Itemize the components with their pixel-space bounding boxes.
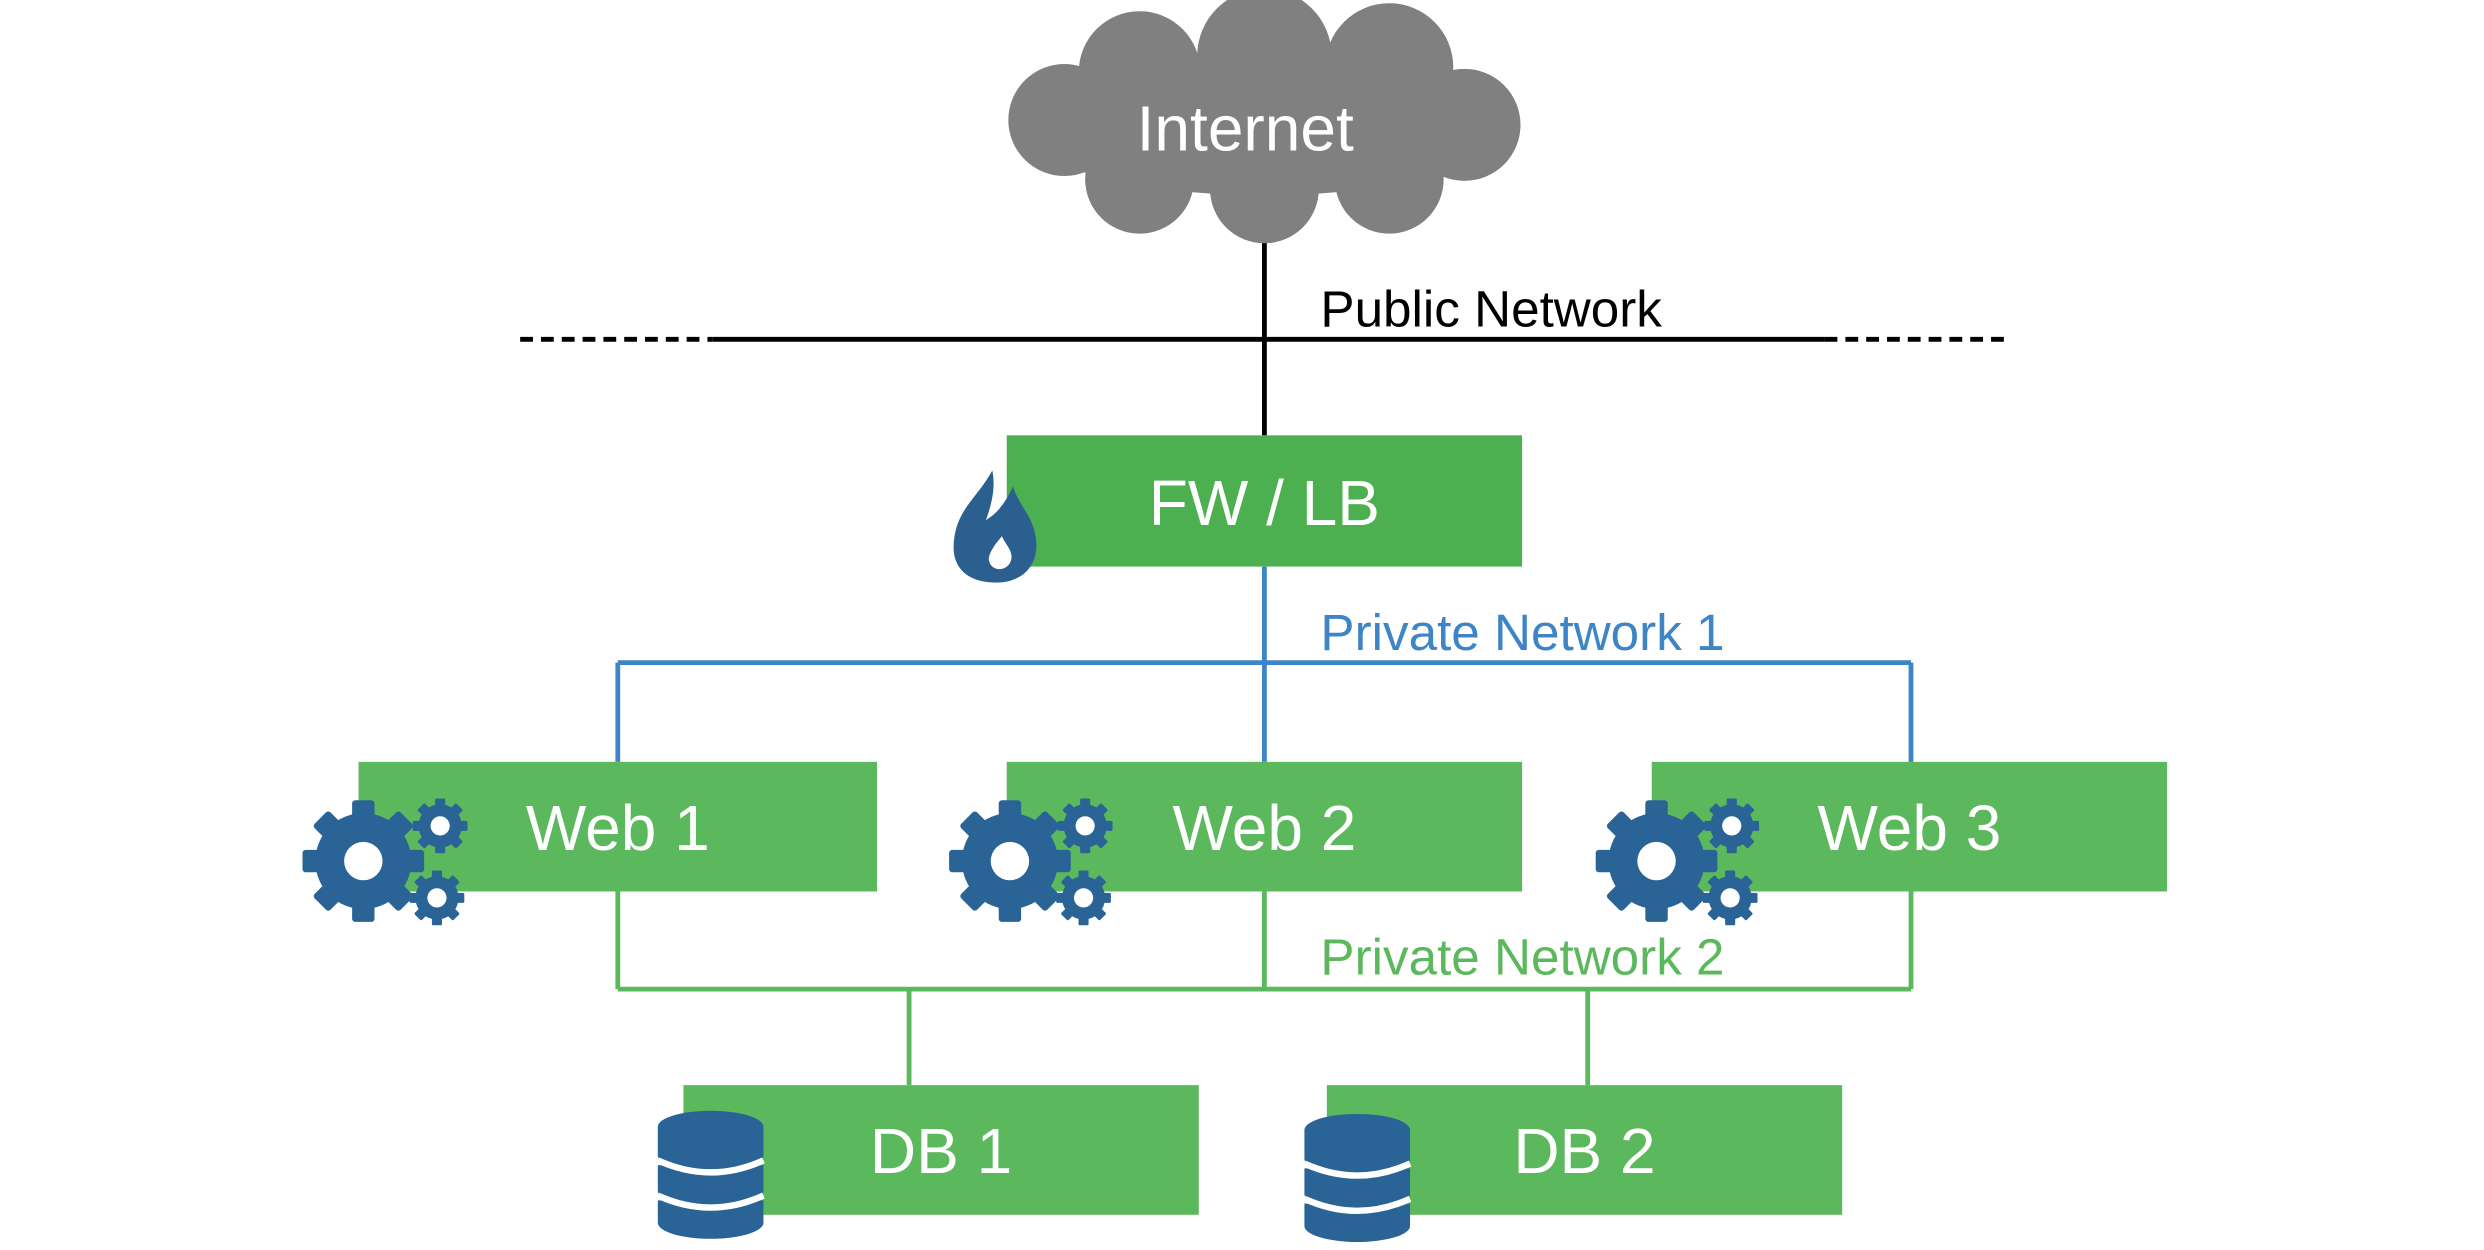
database-icon — [656, 1110, 765, 1239]
public-network-label: Public Network — [1320, 281, 1662, 338]
private-network-1-lines — [615, 566, 1914, 762]
internet-label: Internet — [1137, 92, 1354, 164]
fwlb-label: FW / LB — [1149, 467, 1380, 539]
cloud-icon — [1008, 0, 1521, 244]
gears-icon — [302, 798, 468, 926]
private-network-2-label: Private Network 2 — [1320, 929, 1724, 986]
fwlb-box — [1006, 435, 1523, 567]
web-node-3: Web 3 — [1595, 761, 2168, 926]
firewall-flame-icon — [953, 470, 1037, 583]
private-network-1-label: Private Network 1 — [1320, 604, 1724, 661]
db-label: DB 2 — [1513, 1115, 1655, 1187]
connections — [520, 240, 2004, 1086]
internet-cloud: Internet — [1008, 0, 1521, 244]
web-label: Web 2 — [1172, 792, 1356, 864]
web-label: Web 3 — [1817, 792, 2001, 864]
private-network-2-lines — [615, 891, 1914, 1086]
db-box — [683, 1085, 1199, 1215]
web-label: Web 1 — [526, 792, 710, 864]
db-node-1: DB 1 — [656, 1085, 1199, 1239]
db-node-2: DB 2 — [1303, 1085, 1843, 1242]
web-node-2: Web 2 — [949, 761, 1523, 926]
db-label: DB 1 — [870, 1115, 1012, 1187]
fwlb-node: FW / LB — [953, 435, 1523, 583]
gears-icon — [949, 798, 1113, 926]
database-icon — [1303, 1113, 1412, 1242]
gears-icon — [1595, 798, 1760, 926]
db-box — [1326, 1085, 1843, 1215]
web-node-1: Web 1 — [302, 761, 878, 926]
